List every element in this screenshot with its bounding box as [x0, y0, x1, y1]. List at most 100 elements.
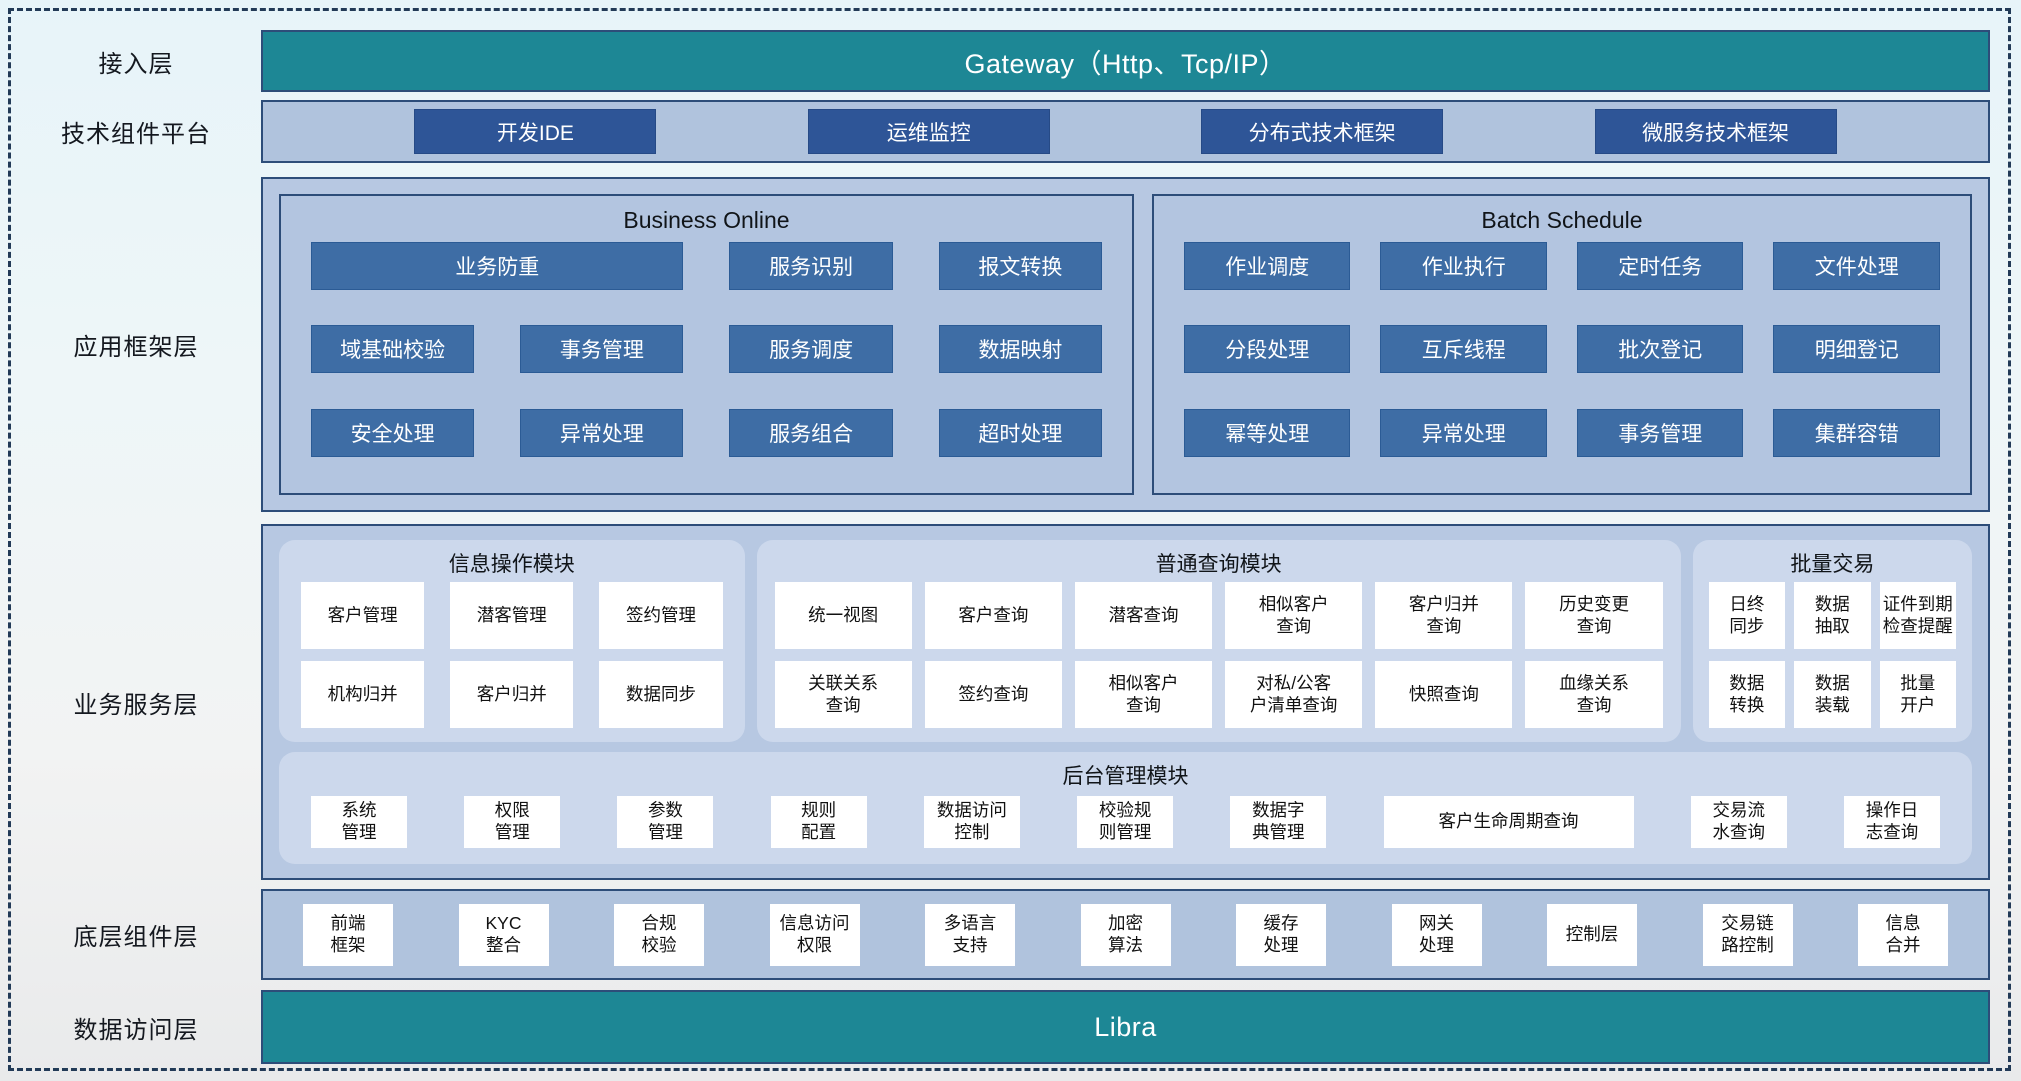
admin-module: 后台管理模块 系统 管理权限 管理参数 管理规则 配置数据访问 控制校验规 则管… [279, 752, 1972, 864]
layer-access-label: 接入层 [98, 50, 174, 78]
business-online-panel: Business Online 业务防重服务识别报文转换域基础校验事务管理服务调… [279, 194, 1134, 495]
business-online-item: 服务组合 [729, 408, 893, 457]
info-operation-module-title: 信息操作模块 [448, 553, 575, 576]
batch-transaction-grid: 日终 同步数据 抽取证件到期 检查提醒数据 转换数据 装载批量 开户 [1707, 582, 1958, 728]
info-operation-grid: 客户管理潜客管理签约管理机构归并客户归并数据同步 [293, 582, 731, 728]
batch-schedule-item: 定时任务 [1576, 242, 1744, 290]
libra-bar: Libra [261, 990, 1990, 1064]
batch-schedule-item: 明细登记 [1773, 325, 1940, 374]
layer-data-access: 数据访问层 Libra [11, 990, 1990, 1064]
business-online-item: 异常处理 [520, 408, 684, 457]
diagram-dashed-frame [8, 8, 2011, 1071]
general-query-item: 关联关系 查询 [774, 661, 912, 728]
admin-module-item: 规则 配置 [770, 796, 867, 848]
info-operation-item: 客户管理 [301, 582, 425, 649]
business-online-item: 事务管理 [520, 325, 684, 374]
admin-module-title: 后台管理模块 [1062, 765, 1189, 788]
admin-module-item: 参数 管理 [617, 796, 714, 848]
info-operation-module: 信息操作模块 客户管理潜客管理签约管理机构归并客户归并数据同步 [279, 540, 745, 742]
base-component-item: 控制层 [1547, 903, 1637, 966]
admin-module-row: 系统 管理权限 管理参数 管理规则 配置数据访问 控制校验规 则管理数据字 典管… [293, 794, 1958, 850]
batch-schedule-item: 批次登记 [1576, 325, 1744, 374]
batch-schedule-grid: 作业调度作业执行定时任务文件处理分段处理互斥线程批次登记明细登记幂等处理异常处理… [1174, 240, 1950, 479]
tech-platform-item: 分布式技术框架 [1201, 109, 1444, 154]
batch-schedule-item: 文件处理 [1773, 242, 1940, 290]
batch-transaction-module-title: 批量交易 [1790, 553, 1875, 576]
batch-schedule-item: 幂等处理 [1183, 408, 1351, 457]
general-query-item: 客户查询 [924, 582, 1062, 649]
business-online-item: 超时处理 [938, 408, 1102, 457]
batch-transaction-item: 日终 同步 [1708, 582, 1786, 649]
business-online-item: 业务防重 [311, 242, 684, 290]
batch-schedule-item: 作业调度 [1183, 242, 1351, 290]
business-online-item: 安全处理 [311, 408, 475, 457]
batch-transaction-item: 数据 装载 [1794, 661, 1871, 728]
layer-tech-platform-label: 技术组件平台 [61, 121, 211, 148]
batch-schedule-item: 作业执行 [1380, 242, 1547, 290]
general-query-item: 对私/公客 户清单查询 [1225, 661, 1363, 728]
base-component-item: 信息 合并 [1858, 903, 1948, 966]
tech-platform-item: 开发IDE [414, 109, 657, 154]
layer-base-components-label: 底层组件层 [73, 924, 199, 951]
batch-schedule-panel: Batch Schedule 作业调度作业执行定时任务文件处理分段处理互斥线程批… [1151, 194, 1972, 495]
base-component-item: 合规 校验 [614, 903, 704, 966]
general-query-item: 历史变更 查询 [1525, 582, 1663, 649]
base-component-item: 前端 框架 [303, 903, 393, 966]
gateway-bar: Gateway（Http、Tcp/IP） [261, 30, 1990, 92]
tech-platform-box: 开发IDE 运维监控 分布式技术框架 微服务技术框架 [261, 100, 1990, 163]
info-operation-item: 机构归并 [301, 661, 425, 728]
libra-bar-text: Libra [1094, 1011, 1157, 1042]
general-query-module-title: 普通查询模块 [1155, 553, 1282, 576]
general-query-item: 客户归并 查询 [1375, 582, 1513, 649]
layer-tech-platform: 技术组件平台 开发IDE 运维监控 分布式技术框架 微服务技术框架 [11, 100, 1990, 163]
layer-business-service: 业务服务层 信息操作模块 客户管理潜客管理签约管理机构归并客户归并数据同步 普通… [11, 524, 1990, 880]
info-operation-item: 数据同步 [599, 661, 723, 728]
info-operation-item: 客户归并 [450, 661, 574, 728]
tech-platform-item: 运维监控 [807, 109, 1050, 154]
batch-transaction-item: 数据 转换 [1708, 661, 1786, 728]
layer-app-framework-label: 应用框架层 [73, 334, 199, 361]
business-online-grid: 业务防重服务识别报文转换域基础校验事务管理服务调度数据映射安全处理异常处理服务组… [301, 240, 1112, 479]
batch-transaction-item: 批量 开户 [1879, 661, 1956, 728]
batch-schedule-item: 事务管理 [1576, 408, 1744, 457]
admin-module-item: 交易流 水查询 [1690, 796, 1787, 848]
base-component-item: KYC 整合 [458, 903, 549, 966]
business-online-title: Business Online [623, 206, 790, 233]
general-query-item: 潜客查询 [1074, 582, 1213, 649]
tech-platform-item: 微服务技术框架 [1594, 109, 1837, 154]
batch-transaction-module: 批量交易 日终 同步数据 抽取证件到期 检查提醒数据 转换数据 装载批量 开户 [1692, 540, 1972, 742]
general-query-item: 相似客户 查询 [1225, 582, 1363, 649]
base-component-item: 交易链 路控制 [1702, 903, 1793, 966]
batch-schedule-item: 分段处理 [1183, 325, 1351, 374]
general-query-module: 普通查询模块 统一视图客户查询潜客查询相似客户 查询客户归并 查询历史变更 查询… [756, 540, 1681, 742]
general-query-item: 快照查询 [1375, 661, 1513, 728]
general-query-grid: 统一视图客户查询潜客查询相似客户 查询客户归并 查询历史变更 查询关联关系 查询… [771, 582, 1667, 728]
business-service-top-row: 信息操作模块 客户管理潜客管理签约管理机构归并客户归并数据同步 普通查询模块 统… [279, 540, 1972, 742]
info-operation-item: 签约管理 [599, 582, 723, 649]
gateway-bar-text: Gateway（Http、Tcp/IP） [964, 48, 1287, 79]
batch-schedule-item: 互斥线程 [1380, 325, 1547, 374]
base-component-item: 信息访问 权限 [769, 903, 860, 966]
admin-module-item: 操作日 志查询 [1843, 796, 1940, 848]
layer-access: 接入层 Gateway（Http、Tcp/IP） [11, 30, 1990, 92]
general-query-item: 血缘关系 查询 [1525, 661, 1663, 728]
base-component-item: 加密 算法 [1080, 903, 1171, 966]
business-online-item: 服务识别 [729, 242, 893, 290]
architecture-diagram: 接入层 Gateway（Http、Tcp/IP） 技术组件平台 开发IDE 运维监… [11, 11, 2008, 1068]
business-online-item: 报文转换 [938, 242, 1102, 290]
layer-app-framework: 应用框架层 Business Online 业务防重服务识别报文转换域基础校验事… [11, 177, 1990, 512]
general-query-item: 统一视图 [774, 582, 912, 649]
base-component-item: 网关 处理 [1391, 903, 1482, 966]
batch-schedule-item: 集群容错 [1773, 408, 1940, 457]
business-online-item: 域基础校验 [311, 325, 475, 374]
general-query-item: 签约查询 [924, 661, 1062, 728]
business-service-box: 信息操作模块 客户管理潜客管理签约管理机构归并客户归并数据同步 普通查询模块 统… [261, 524, 1990, 880]
admin-module-item: 权限 管理 [464, 796, 561, 848]
admin-module-item: 校验规 则管理 [1077, 796, 1174, 848]
admin-module-item: 客户生命周期查询 [1383, 796, 1634, 848]
general-query-item: 相似客户 查询 [1074, 661, 1213, 728]
info-operation-item: 潜客管理 [450, 582, 574, 649]
admin-module-item: 数据访问 控制 [923, 796, 1020, 848]
